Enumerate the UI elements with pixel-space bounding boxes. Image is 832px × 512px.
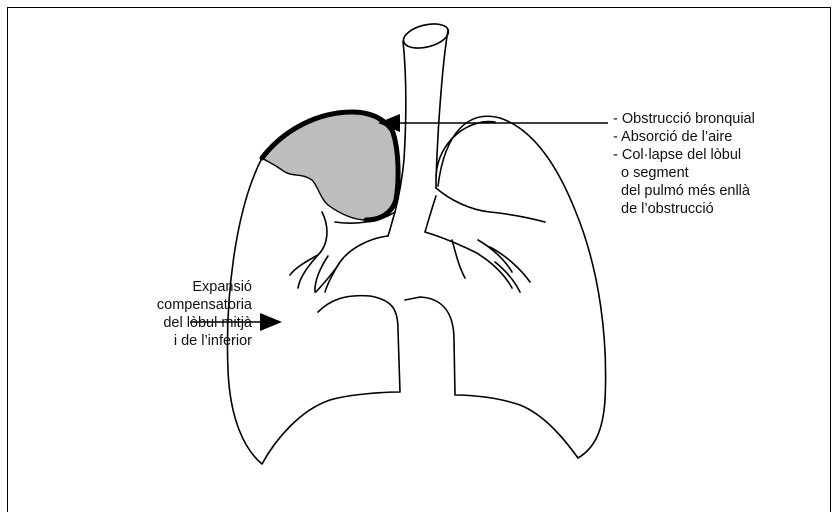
obstruction-label-line-4: o segment xyxy=(613,164,755,182)
expansion-label-line-4: i de l’inferior xyxy=(110,332,252,350)
right-bronchus-stem xyxy=(452,240,465,278)
expansion-label-line-3: del lòbul mitjà xyxy=(110,314,252,332)
collapsed-lobe xyxy=(262,112,398,220)
right-bronchus-lower xyxy=(425,232,512,288)
obstruction-label-line-3: - Col·lapse del lòbul xyxy=(613,146,755,164)
obstruction-label-line-2: - Absorció de l’aire xyxy=(613,128,755,146)
right-bronchus-upper xyxy=(436,188,545,222)
trachea-opening xyxy=(401,20,451,52)
expansion-label: Expansió compensatoria del lòbul mitjà i… xyxy=(110,278,252,350)
obstruction-label-line-1: - Obstrucció bronquial xyxy=(613,110,755,128)
obstruction-label: - Obstrucció bronquial - Absorció de l’a… xyxy=(613,110,755,218)
expansion-label-line-1: Expansió xyxy=(110,278,252,296)
right-lung-inner-curve xyxy=(436,122,495,176)
left-small-branch-1 xyxy=(325,262,340,292)
expansion-label-line-2: compensatoria xyxy=(110,296,252,314)
obstruction-label-line-6: de l’obstrucció xyxy=(613,200,755,218)
right-lung-outline xyxy=(405,116,606,458)
obstruction-label-line-5: del pulmó més enllà xyxy=(613,182,755,200)
left-bronchus-lower xyxy=(316,236,388,292)
